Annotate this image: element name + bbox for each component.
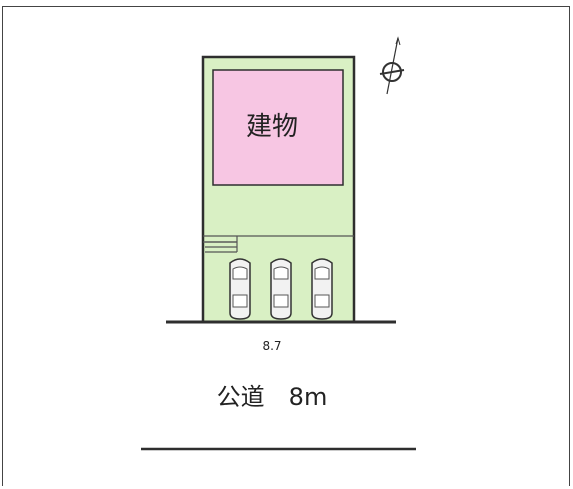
building-label: 建物	[246, 112, 298, 142]
building-footprint	[212, 69, 344, 186]
car-icon	[270, 258, 292, 320]
frontage-dimension: 8.7	[262, 339, 281, 353]
north-arrow-icon	[379, 36, 405, 95]
entrance-steps	[205, 236, 238, 253]
road-label: 公道 8m	[217, 383, 328, 411]
car-icon	[229, 258, 251, 320]
car-icon	[311, 258, 333, 320]
drawing-frame	[2, 6, 570, 486]
